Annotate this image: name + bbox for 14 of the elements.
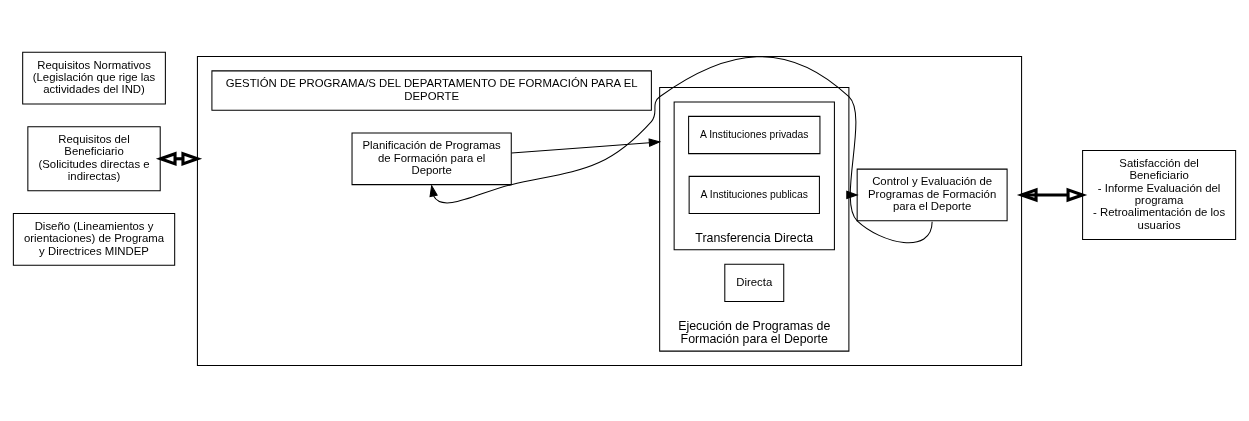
arrow bbox=[155, 151, 203, 166]
arrow bbox=[429, 55, 933, 243]
node-box: Requisitos Normativos (Legislación que rige las actividades del IND) bbox=[22, 51, 166, 104]
arrow bbox=[1016, 187, 1088, 202]
node-box: A Instituciones publicas bbox=[688, 175, 820, 214]
node-box: A Instituciones privadas bbox=[688, 115, 821, 154]
node-box: Satisfacción del Beneficiario - Informe Evaluación del programa - Retroalimentación de los usuarios bbox=[1082, 149, 1237, 240]
node-box: GESTIÓN DE PROGRAMA/S DEL DEPARTAMENTO DE FORMACIÓN PARA EL DEPORTE bbox=[211, 69, 652, 111]
node-box: Directa bbox=[724, 263, 785, 302]
arrow bbox=[511, 137, 662, 153]
node-box: Requisitos del Beneficiario (Solicitudes directas e indirectas) bbox=[27, 125, 161, 191]
node-box: Planificación de Programas de Formación para el Deporte bbox=[351, 131, 512, 185]
node-box: Control y Evaluación de Programas de Formación para el Deporte bbox=[856, 168, 1008, 221]
node-box: Diseño (Lineamientos y orientaciones) de Programa y Directrices MINDEP bbox=[12, 212, 176, 266]
